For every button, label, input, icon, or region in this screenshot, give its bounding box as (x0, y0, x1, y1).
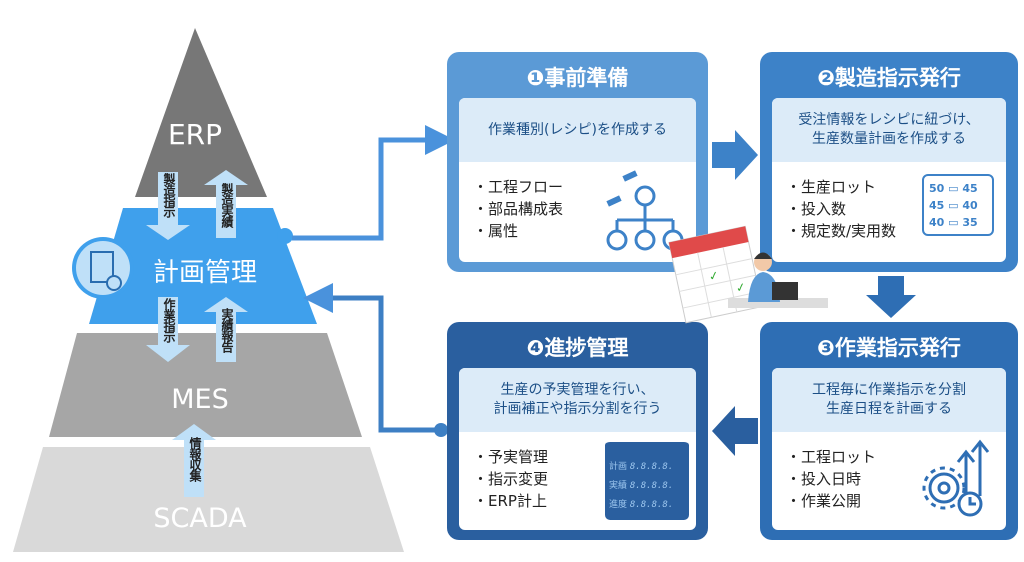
flow-arrow-1-to-2 (712, 130, 758, 180)
arrow-up-manufacturing-result (204, 170, 248, 238)
list-item: ・投入日時 (786, 470, 862, 488)
arrow-up-result-report (204, 297, 248, 362)
list-item: ・規定数/実用数 (786, 222, 897, 240)
step-lead: 生産の予実管理を行い、 (500, 382, 655, 398)
list-item: ・作業公開 (786, 492, 862, 510)
svg-text:✓: ✓ (707, 268, 720, 284)
step-lead: 受注情報をレシピに紐づけ、 (798, 112, 980, 128)
flow-arrow-3-to-4 (712, 406, 758, 456)
hierarchy-icon (606, 170, 684, 251)
level-mes: MES (171, 384, 229, 415)
level-scada: SCADA (153, 503, 247, 534)
planning-document-gear-icon (72, 237, 134, 299)
pyramid-mes (49, 333, 362, 437)
list-item: ・投入数 (786, 200, 847, 218)
step-lead: 計画補正や指示分割を行う (493, 401, 662, 417)
label-info-collection: 情報収集 (188, 437, 202, 481)
step-lead: 生産数量計画を作成する (812, 131, 966, 147)
step-title: ❷製造指示発行 (817, 66, 961, 90)
step-3-work-order: ❸作業指示発行 工程毎に作業指示を分割生産日程を計画する ・工程ロット・投入日時… (760, 322, 1018, 540)
list-item: ・指示変更 (473, 470, 549, 488)
quantity-list-icon: 50 ▭ 45 45 ▭ 40 40 ▭ 35 (922, 174, 994, 236)
list-item: ・予実管理 (473, 448, 549, 466)
step-title: ❸作業指示発行 (817, 336, 961, 360)
connector-plan-to-step1 (292, 125, 455, 241)
step-title: ❹進捗管理 (526, 336, 629, 360)
list-item: ・生産ロット (786, 178, 877, 196)
level-planning: 計画管理 (152, 258, 257, 288)
step-title: ❶事前準備 (526, 66, 629, 90)
pyramid-erp (135, 28, 267, 197)
calendar-person-illustration: ✓✓ (668, 225, 828, 324)
arrow-down-manufacturing-order (146, 172, 190, 240)
step-lead: 作業種別(レシピ)を作成する (488, 121, 667, 138)
list-item: ・部品構成表 (473, 200, 564, 218)
step-2-manufacturing-order: ❷製造指示発行 受注情報をレシピに紐づけ、生産数量計画を作成する ・生産ロット・… (760, 52, 1018, 272)
arrow-down-work-order (146, 297, 190, 362)
gear-clock-icon (922, 439, 990, 517)
level-erp: ERP (167, 118, 223, 151)
step-lead: 工程毎に作業指示を分割 (812, 382, 966, 398)
svg-text:✓: ✓ (734, 280, 747, 296)
pyramid-plan (89, 208, 317, 324)
list-item: ・ERP計上 (473, 492, 547, 510)
list-item: ・工程ロット (786, 448, 877, 466)
pyramid-scada (13, 447, 404, 552)
arrow-up-info-collection (172, 424, 216, 497)
board-icon: 計画 8.8.8.8. 実績 8.8.8.8. 進度 8.8.8.8. (605, 440, 689, 520)
label-manufacturing-order: 製造指示 (162, 173, 176, 217)
label-work-order: 作業指示 (162, 298, 176, 342)
step-1-preparation: ❶事前準備 作業種別(レシピ)を作成する ・工程フロー・部品構成表・属性 (447, 52, 708, 272)
step-lead: 生産日程を計画する (826, 401, 952, 417)
list-item: ・工程フロー (473, 178, 564, 196)
connector-step4-to-plan (303, 283, 440, 433)
step-4-progress-management: ❹進捗管理 生産の予実管理を行い、計画補正や指示分割を行う ・予実管理・指示変更… (447, 322, 708, 540)
label-manufacturing-result: 製造実績 (220, 183, 234, 227)
label-result-report: 実績報告 (220, 308, 234, 352)
list-item: ・属性 (473, 222, 519, 240)
flow-arrow-2-to-3 (866, 276, 916, 318)
